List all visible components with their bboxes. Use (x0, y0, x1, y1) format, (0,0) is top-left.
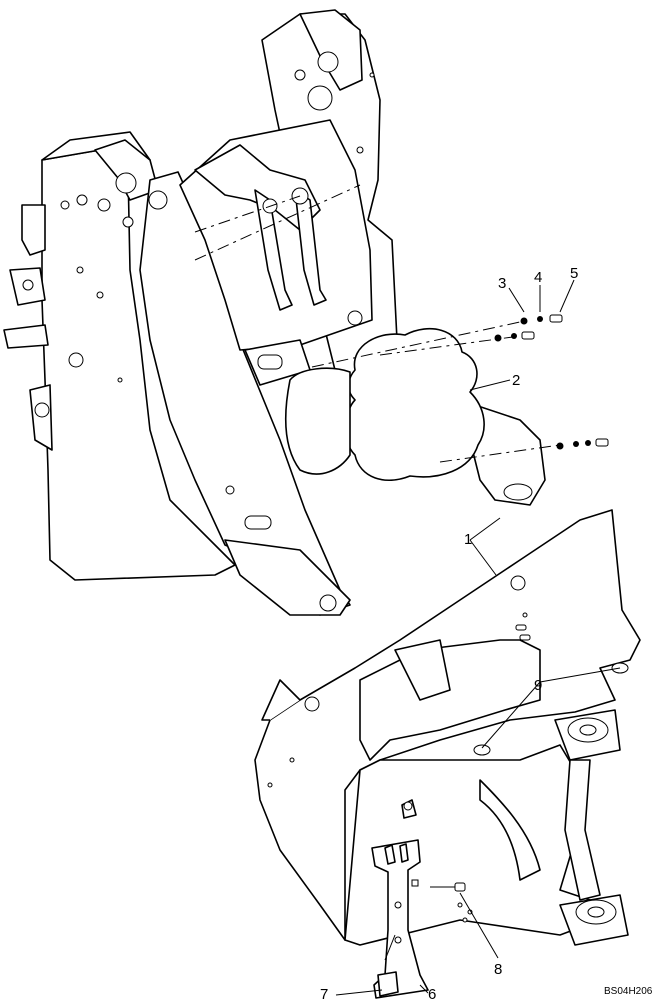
callout-4: 4 (534, 269, 542, 286)
callout-3: 3 (498, 275, 506, 292)
fastener-set-middle (494, 331, 535, 342)
callout-5: 5 (570, 265, 578, 282)
callout-1: 1 (464, 531, 472, 548)
callout-6: 6 (428, 986, 436, 1000)
steering-lock-bar (371, 839, 429, 999)
callout-9: 9 (534, 677, 542, 694)
callout-8: 8 (494, 961, 502, 978)
drawing-code: BS04H206 (604, 986, 653, 997)
callout-7: 7 (320, 986, 328, 1000)
cover-plate (284, 327, 485, 481)
callout-labels: 1 2 3 4 5 6 7 8 9 (320, 265, 578, 1000)
fastener-set-lower (556, 438, 609, 450)
lock-bar-bolt (430, 882, 466, 892)
callout-2: 2 (512, 372, 520, 389)
leader-lines (335, 279, 621, 996)
fastener-set-upper (520, 314, 563, 325)
front-frame (3, 9, 546, 616)
